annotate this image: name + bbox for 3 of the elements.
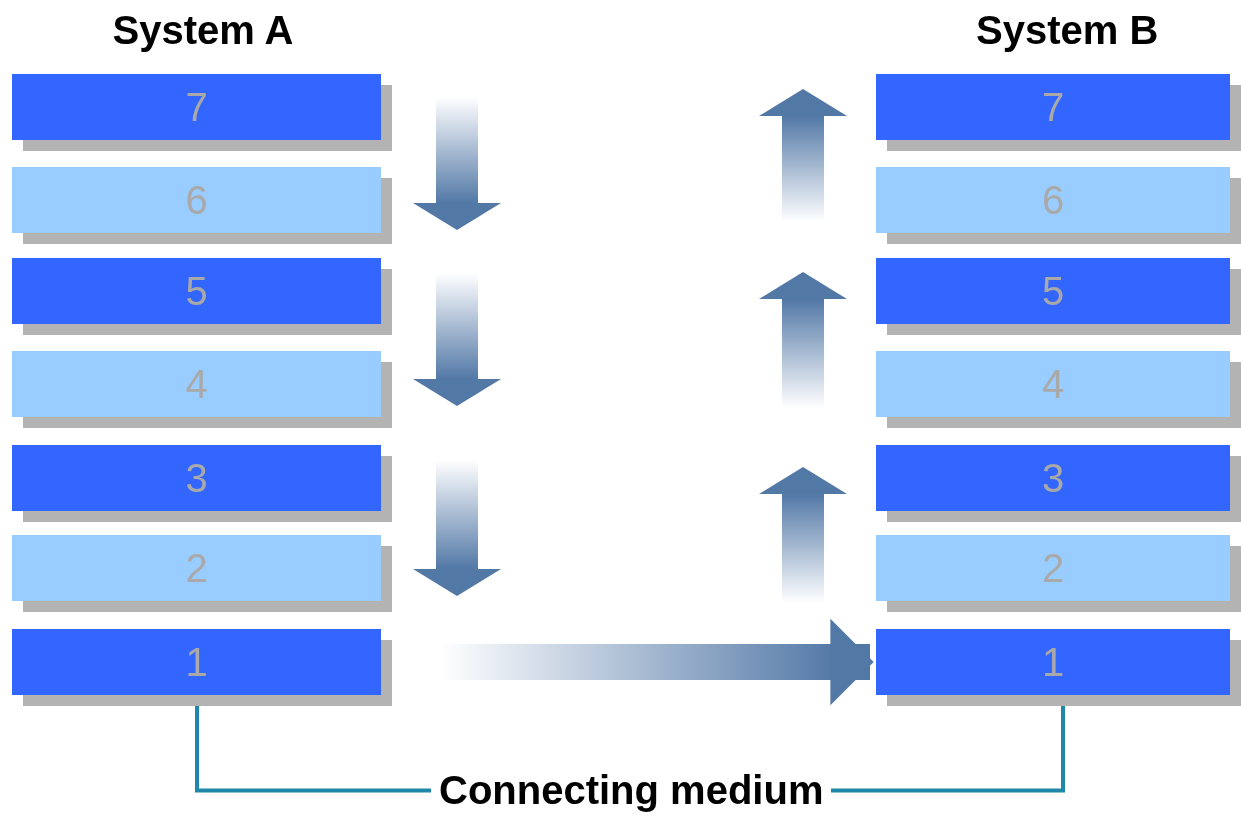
system-heading: System A bbox=[112, 8, 294, 53]
medium-label: Connecting medium bbox=[439, 768, 824, 813]
system-heading: System B bbox=[976, 8, 1159, 53]
